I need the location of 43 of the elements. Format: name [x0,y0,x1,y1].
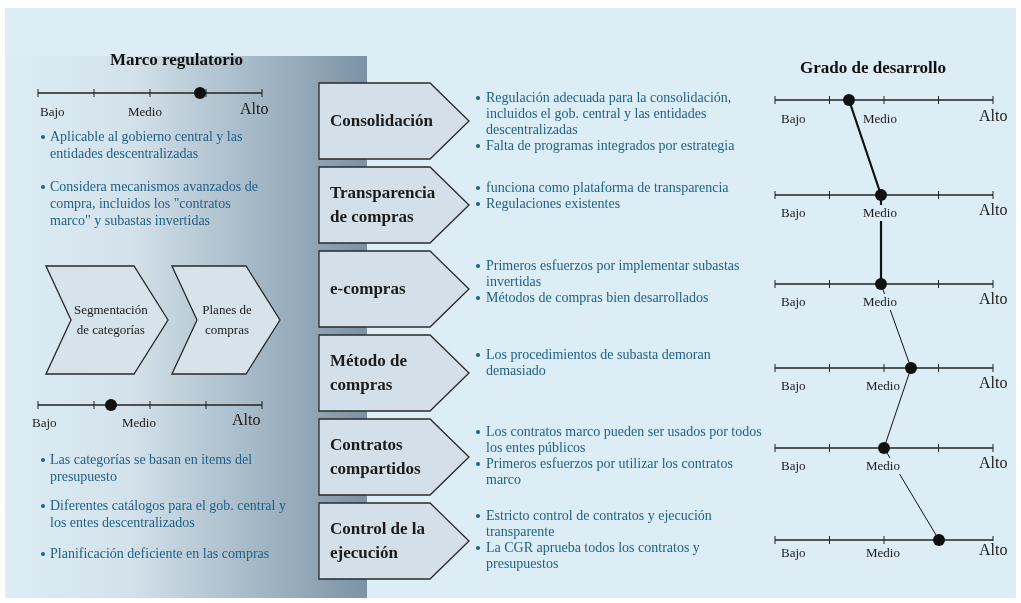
chevron-box [318,334,470,412]
scale-label: Medio [865,458,901,474]
box-label: e-compras [330,278,406,300]
bullet-text: Primeros esfuerzos por utilizar los contratos marco [486,456,734,488]
bullet-text: Métodos de compras bien desarrollados [486,290,709,306]
box-label: Contratos compartidos [330,434,422,480]
bullet-text: Estricto control de contratos y ejecución transparente [486,508,713,540]
section-heading: Grado de desarrollo [800,58,947,78]
chevron-box [318,166,470,244]
scale-label: Medio [862,205,898,221]
bullet-text: Considera mecanismos avanzados de compra, incluidos los "contratos marco" y subastas invertidas [50,178,259,229]
chevron-box [318,250,470,328]
chevron-box [318,418,470,496]
chevron-box [318,82,470,160]
box-label: Transparencia de compras [330,182,437,228]
bullet-text: Primeros esfuerzos por implementar subastas invertidas [486,258,741,290]
bullet-text: funciona como plataforma de transparencia [486,180,729,196]
scale-label: Alto [240,100,269,118]
bullet-text: Aplicable al gobierno central y las entidades descentralizadas [50,128,244,162]
chevron-box [318,502,470,580]
box-label: Consolidación [330,110,433,132]
section-heading: Marco regulatorio [110,50,243,70]
scale-label: Alto [232,411,261,429]
bullet-text: Los contratos marco pueden ser usados por todos los entes públicos [486,424,763,456]
box-label: Planes de compras [201,301,253,339]
bullet-text: Los procedimientos de subasta demoran demasiado [486,347,712,379]
bullet-text: La CGR aprueba todos los contratos y presupuestos [486,540,701,572]
bullet-text: Regulaciones existentes [486,196,621,212]
box-label: Método de compras [330,350,408,396]
scale-label: Medio [128,104,162,120]
bullet-text: Planificación deficiente en las compras [50,545,271,562]
box-label: Control de la ejecución [330,518,427,564]
scale-label: Bajo [40,104,65,120]
scale-label: Bajo [32,415,57,431]
scale-label: Medio [122,415,156,431]
scale-label: Medio [862,294,898,310]
chevron-box [45,265,169,375]
box-label: Segmentación de categorías [74,301,148,339]
chevron-box [171,265,281,375]
bullet-text: Diferentes catálogos para el gob. central y los entes descentralizados [50,497,287,531]
bullet-text: Falta de programas integrados por estrategia [486,138,735,154]
bullet-text: Regulación adecuada para la consolidación, incluidos el gob. central y las entidades descentralizadas [486,90,733,138]
bullet-text: Las categorías se basan en items del presupuesto [50,451,254,485]
